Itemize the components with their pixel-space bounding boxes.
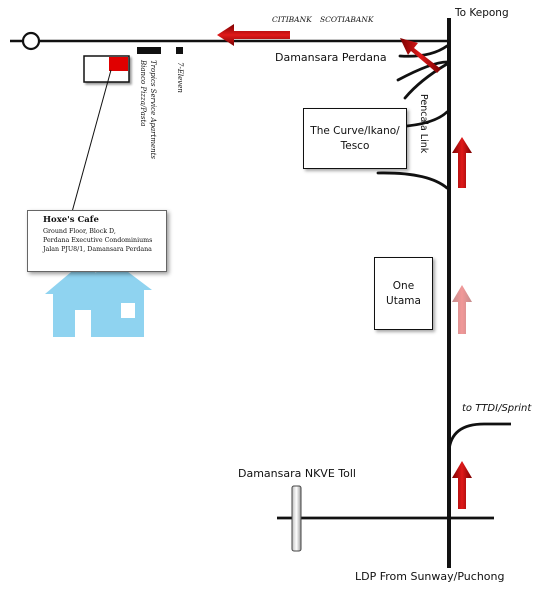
the-curve-line-1: The Curve/Ikano/ bbox=[310, 125, 400, 138]
citibank-label: CITIBANK bbox=[272, 15, 312, 24]
the-curve-line-2: Tesco bbox=[340, 139, 370, 152]
red-arrow-icon bbox=[217, 24, 290, 46]
one-utama-box: One Utama bbox=[374, 257, 433, 330]
pencala-link-label: Pencala Link bbox=[418, 94, 429, 154]
red-arrow-icon bbox=[400, 38, 441, 73]
seven-eleven-label: 7-Eleven bbox=[176, 62, 184, 93]
red-arrow-icon bbox=[452, 461, 472, 509]
red-arrow-icon bbox=[452, 285, 472, 334]
red-arrow-icon bbox=[452, 137, 472, 188]
house-icon bbox=[45, 262, 152, 337]
cafe-info-card: Hoxe's Cafe Ground Floor, Block D, Perda… bbox=[27, 210, 167, 272]
nkve-toll-label: Damansara NKVE Toll bbox=[238, 467, 356, 480]
cafe-address-line-2: Perdana Executive Condominiums bbox=[43, 237, 153, 244]
damansara-perdana-label: Damansara Perdana bbox=[275, 51, 387, 64]
damansara-interchange bbox=[396, 44, 449, 100]
seven-eleven-marker bbox=[176, 47, 183, 54]
one-utama-line-2: Utama bbox=[386, 294, 421, 307]
road-end-circle bbox=[21, 31, 41, 51]
cafe-pointer-line bbox=[71, 69, 112, 213]
toll-gate bbox=[291, 485, 302, 552]
scotiabank-label: SCOTIABANK bbox=[320, 15, 374, 24]
to-ttdi-label: to TTDI/Sprint bbox=[462, 403, 532, 414]
ldp-label: LDP From Sunway/Puchong bbox=[355, 570, 505, 583]
ttdi-branch-road bbox=[447, 422, 511, 452]
cafe-address-line-1: Ground Floor, Block D, bbox=[43, 228, 116, 235]
bianco-marker bbox=[137, 47, 161, 54]
tropics-label: Tropics Service Apartments bbox=[149, 60, 157, 160]
to-kepong-label: To Kepong bbox=[455, 7, 509, 19]
cafe-address-line-3: Jalan PJU8/1, Damansara Perdana bbox=[43, 246, 152, 253]
the-curve-box: The Curve/Ikano/ Tesco bbox=[303, 108, 407, 169]
one-utama-line-1: One bbox=[392, 280, 415, 293]
cafe-name: Hoxe's Cafe bbox=[43, 215, 99, 225]
cafe-building-marker bbox=[83, 55, 130, 83]
bianco-label: Bianco Pizza/Pasta bbox=[139, 60, 147, 127]
